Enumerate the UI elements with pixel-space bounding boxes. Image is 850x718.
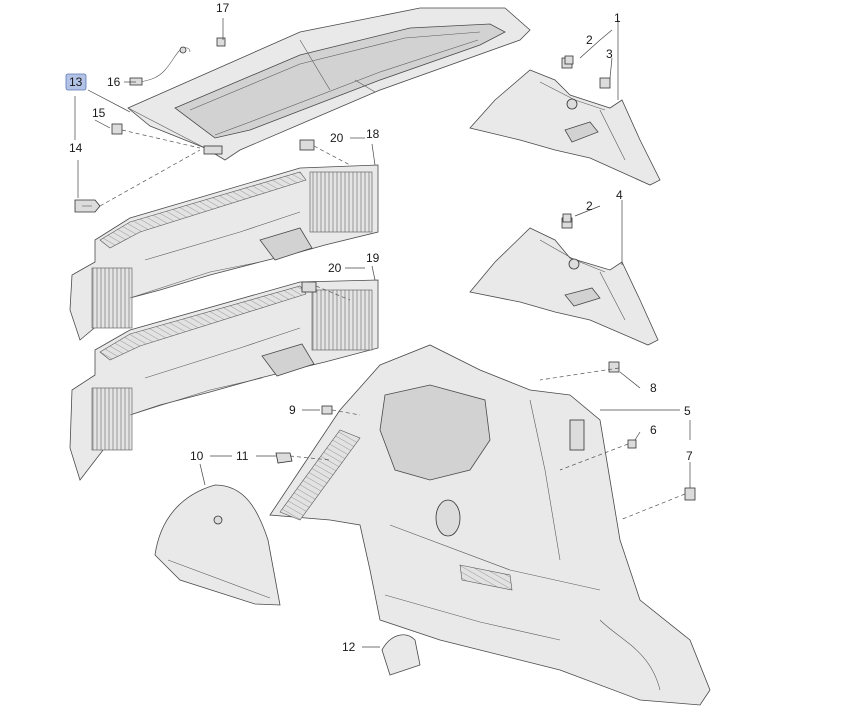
callout-6[interactable]: 6 — [650, 423, 657, 437]
callout-2a[interactable]: 2 — [586, 33, 593, 47]
d-pillar-trim-lower — [469, 217, 659, 346]
cover-12 — [381, 634, 421, 676]
clip-11 — [275, 452, 293, 464]
fastener-8 — [608, 361, 620, 373]
callout-3[interactable]: 3 — [606, 47, 613, 61]
sill-trim-lower — [69, 279, 379, 481]
fastener-6 — [627, 439, 637, 449]
bracket-14 — [74, 199, 101, 213]
callout-11[interactable]: 11 — [236, 449, 249, 463]
callout-4[interactable]: 4 — [616, 188, 623, 202]
callout-19[interactable]: 19 — [366, 251, 380, 265]
spare-cover — [154, 484, 281, 606]
callout-16[interactable]: 16 — [107, 75, 121, 89]
callout-20a[interactable]: 20 — [330, 131, 344, 145]
quarter-trim-panel — [269, 344, 711, 706]
callout-7[interactable]: 7 — [686, 449, 693, 463]
callout-18[interactable]: 18 — [366, 127, 380, 141]
fastener-2b — [562, 213, 572, 223]
fastener-7 — [684, 487, 696, 501]
clip-15 — [111, 123, 123, 135]
callout-2b[interactable]: 2 — [586, 199, 593, 213]
callout-15[interactable]: 15 — [92, 106, 106, 120]
cable-harness — [129, 46, 191, 86]
d-pillar-trim-upper — [469, 57, 661, 186]
callout-9[interactable]: 9 — [289, 403, 296, 417]
callout-13[interactable]: 13 — [69, 75, 83, 89]
callout-1[interactable]: 1 — [614, 11, 621, 25]
callout-5[interactable]: 5 — [684, 404, 691, 418]
callout-13-highlight — [65, 73, 87, 91]
clip-17 — [216, 37, 226, 47]
fastener-9 — [321, 405, 333, 415]
callout-17[interactable]: 17 — [216, 1, 230, 15]
callout-8[interactable]: 8 — [650, 381, 657, 395]
callout-12[interactable]: 12 — [342, 640, 356, 654]
fastener-2a — [564, 55, 574, 65]
leader-lines — [74, 18, 691, 648]
sill-trim-upper — [69, 139, 379, 341]
callout-10[interactable]: 10 — [190, 449, 204, 463]
callout-20b[interactable]: 20 — [328, 261, 342, 275]
parcel-shelf — [127, 7, 531, 161]
callouts: 13 16 17 15 14 1 2 3 2 4 20 18 20 19 8 5… — [65, 1, 693, 654]
callout-14[interactable]: 14 — [69, 141, 83, 155]
